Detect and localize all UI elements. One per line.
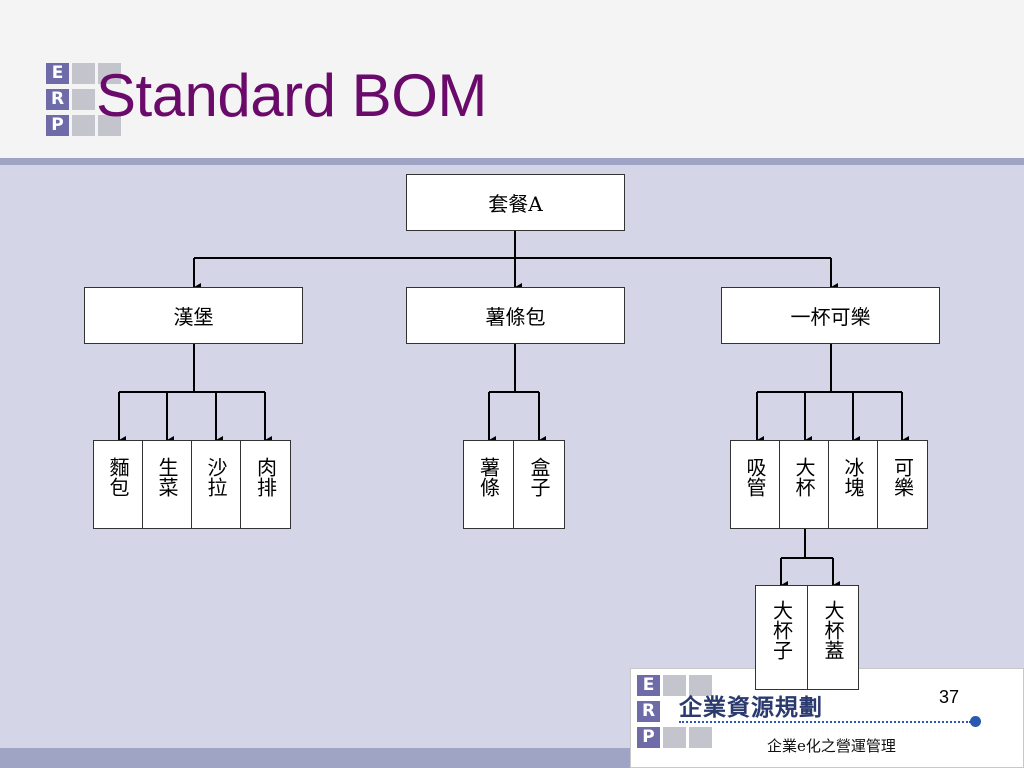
bottom-band xyxy=(0,748,630,768)
bom-part: 可樂 xyxy=(877,440,928,529)
part-label: 冰塊 xyxy=(841,457,865,497)
bom-part: 大杯蓋 xyxy=(807,585,859,690)
bom-part: 大杯子 xyxy=(755,585,808,690)
logo-tile xyxy=(72,89,95,110)
part-label: 沙拉 xyxy=(204,457,228,497)
erp-logo: E R P xyxy=(46,63,122,137)
bom-node-fries-pack: 薯條包 xyxy=(406,287,625,344)
part-label: 可樂 xyxy=(890,457,915,497)
part-label: 麵包 xyxy=(106,457,130,497)
bom-part: 麵包 xyxy=(93,440,143,529)
bom-root-node: 套餐A xyxy=(406,174,625,231)
bom-part: 吸管 xyxy=(730,440,780,529)
logo-tile xyxy=(663,675,686,696)
part-label: 大杯蓋 xyxy=(821,600,845,660)
logo-tile xyxy=(689,727,712,748)
logo-tile xyxy=(98,115,121,136)
footer-dotted-rule xyxy=(679,721,971,723)
logo-letter-p: P xyxy=(46,115,69,136)
logo-tile xyxy=(689,675,712,696)
logo-letter-e: E xyxy=(46,63,69,84)
logo-tile xyxy=(98,63,121,84)
part-label: 吸管 xyxy=(743,457,767,497)
bom-part: 生菜 xyxy=(142,440,192,529)
page-number: 37 xyxy=(939,687,960,707)
footer-title: 企業資源規劃 xyxy=(679,695,823,721)
slide-header xyxy=(0,0,1024,158)
part-label: 大杯子 xyxy=(769,600,794,660)
part-label: 肉排 xyxy=(253,457,278,497)
logo-tile xyxy=(72,63,95,84)
bom-part: 薯條 xyxy=(463,440,514,529)
part-label: 盒子 xyxy=(527,457,551,497)
logo-letter-p: P xyxy=(637,727,660,748)
footer-erp-logo: E R P xyxy=(637,675,713,749)
logo-tile xyxy=(72,115,95,136)
footer-subtitle: 企業e化之營運管理 xyxy=(767,737,896,755)
bom-part: 大杯 xyxy=(779,440,829,529)
bom-node-cola: 一杯可樂 xyxy=(721,287,940,344)
bom-part: 盒子 xyxy=(513,440,565,529)
bom-node-hamburger: 漢堡 xyxy=(84,287,303,344)
footer-dot xyxy=(970,716,981,727)
bom-part: 冰塊 xyxy=(828,440,878,529)
bom-part: 沙拉 xyxy=(191,440,241,529)
header-divider xyxy=(0,158,1024,165)
part-label: 生菜 xyxy=(155,457,179,497)
part-label: 大杯 xyxy=(792,457,816,497)
bom-part: 肉排 xyxy=(240,440,291,529)
part-label: 薯條 xyxy=(476,457,501,497)
logo-letter-r: R xyxy=(637,701,660,722)
slide-title: Standard BOM xyxy=(96,62,487,129)
logo-tile xyxy=(663,727,686,748)
logo-letter-r: R xyxy=(46,89,69,110)
logo-letter-e: E xyxy=(637,675,660,696)
